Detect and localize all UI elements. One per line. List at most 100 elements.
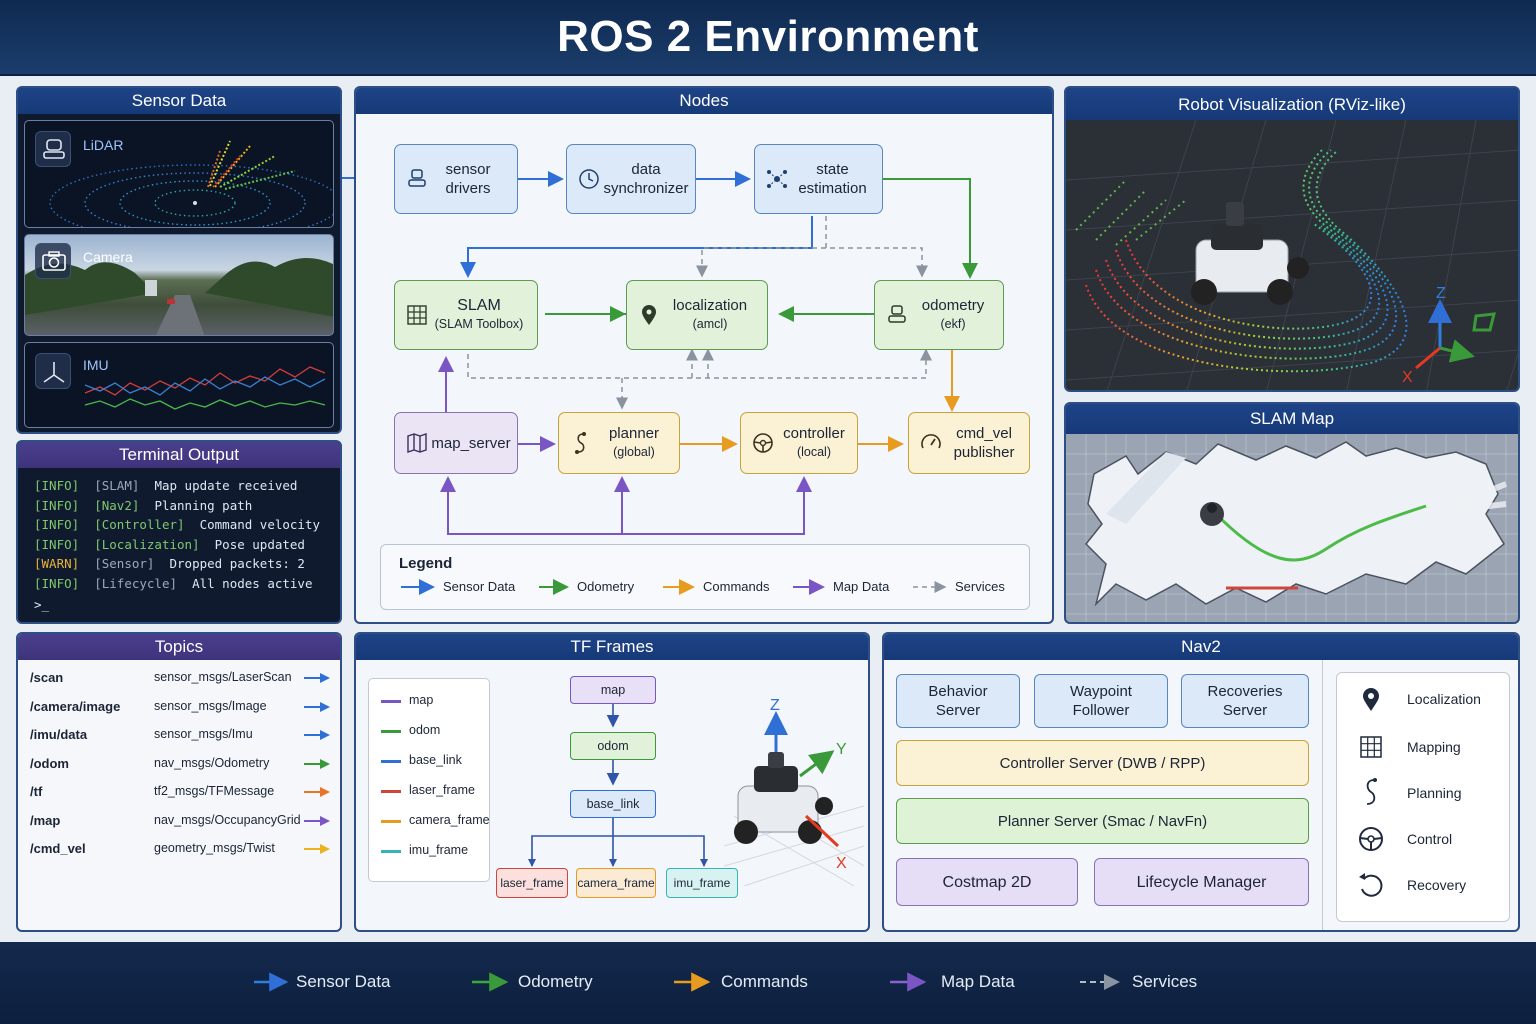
tf-legend-swatch bbox=[381, 850, 401, 853]
topic-name: /map bbox=[30, 812, 61, 828]
legend-arrows bbox=[401, 579, 947, 595]
path-icon bbox=[1366, 778, 1377, 805]
node-planner[interactable]: planner(global) bbox=[558, 412, 680, 474]
legend-odometry: Odometry bbox=[577, 579, 635, 594]
camera-icon bbox=[35, 243, 71, 279]
footer-odometry: Odometry bbox=[518, 972, 593, 991]
topic-arrow-icon bbox=[304, 844, 330, 854]
node-controller[interactable]: controller(local) bbox=[740, 412, 858, 474]
lidar-icon bbox=[35, 131, 71, 167]
topic-arrow-icon bbox=[304, 730, 330, 740]
title-bar: ROS 2 Environment bbox=[0, 0, 1536, 76]
clock-sync-icon bbox=[577, 167, 601, 191]
imu-axes-icon bbox=[35, 353, 71, 389]
tf-node-map[interactable]: map bbox=[570, 676, 656, 704]
topic-arrow-icon bbox=[304, 701, 330, 712]
camera-view[interactable]: Camera bbox=[24, 234, 334, 336]
robot-sensor-icon bbox=[405, 167, 429, 191]
terminal-panel: Terminal Output [INFO] [SLAM] Map update… bbox=[16, 440, 342, 624]
topic-row[interactable]: /cmd_vel geometry_msgs/Twist bbox=[30, 841, 340, 861]
imu-label: IMU bbox=[83, 357, 109, 373]
topic-type: sensor_msgs/Imu bbox=[154, 727, 253, 741]
tf-legend-swatch bbox=[381, 820, 401, 823]
rviz-panel[interactable]: Robot Visualization (RViz-like) bbox=[1064, 86, 1520, 392]
tf-legend-label: odom bbox=[409, 723, 441, 737]
page-title: ROS 2 Environment bbox=[557, 12, 979, 61]
node-localization[interactable]: localization(amcl) bbox=[626, 280, 768, 350]
tf-legend-label: imu_frame bbox=[409, 843, 469, 857]
node-slam[interactable]: SLAM(SLAM Toolbox) bbox=[394, 280, 538, 350]
rviz-axis-x: X bbox=[1402, 369, 1413, 386]
tf-legend-label: map bbox=[409, 693, 434, 707]
controller-server-button[interactable]: Controller Server (DWB / RPP) bbox=[896, 740, 1309, 786]
legend-services: Services bbox=[955, 579, 1005, 594]
footer-legend: Sensor Data Odometry Commands Map Data S… bbox=[0, 942, 1536, 1024]
topic-name: /scan bbox=[30, 670, 64, 685]
topic-type: nav_msgs/OccupancyGrid bbox=[154, 812, 301, 827]
topic-name: /cmd_vel bbox=[30, 841, 86, 856]
footer-commands: Commands bbox=[721, 972, 808, 991]
tf-node-laser-frame[interactable]: laser_frame bbox=[496, 868, 568, 898]
slam-map-title: SLAM Map bbox=[1066, 404, 1518, 434]
topic-arrow-icon bbox=[304, 815, 330, 826]
slam-map-panel[interactable]: SLAM Map bbox=[1064, 402, 1520, 624]
footer-legend-arrows bbox=[254, 972, 1120, 992]
costmap-2d-button[interactable]: Costmap 2D bbox=[896, 858, 1078, 906]
tf-node-camera-frame[interactable]: camera_frame bbox=[576, 868, 656, 898]
map-icon bbox=[405, 431, 429, 455]
rviz-title: Robot Visualization (RViz-like) bbox=[1066, 88, 1518, 120]
tf-legend-swatch bbox=[381, 760, 401, 763]
node-map-server[interactable]: map_server bbox=[394, 412, 518, 474]
lidar-scan-plot bbox=[49, 140, 333, 227]
recovery-arrow-icon bbox=[1359, 873, 1383, 897]
legend-title: Legend bbox=[399, 555, 453, 572]
location-pin-icon bbox=[1363, 688, 1379, 711]
lidar-view[interactable]: LiDAR bbox=[24, 120, 334, 228]
topic-type: geometry_msgs/Twist bbox=[154, 841, 275, 855]
sensor-panel-title: Sensor Data bbox=[18, 88, 340, 114]
tf-tree-lines bbox=[528, 702, 708, 867]
robot-icon bbox=[885, 303, 909, 327]
planner-server-button[interactable]: Planner Server (Smac / NavFn) bbox=[896, 798, 1309, 844]
log-line: [INFO] [Controller] Command velocity bbox=[34, 517, 321, 532]
tf-robot-illustration: Z Y X bbox=[724, 697, 864, 886]
terminal-prompt[interactable]: >_ bbox=[34, 597, 50, 612]
grid-icon bbox=[1360, 736, 1382, 758]
topics-title: Topics bbox=[18, 634, 340, 660]
topic-arrow-icon bbox=[304, 787, 330, 797]
node-odometry[interactable]: odometry(ekf) bbox=[874, 280, 1004, 350]
tf-node-odom[interactable]: odom bbox=[570, 732, 656, 760]
nodes-panel-title: Nodes bbox=[356, 88, 1052, 114]
path-icon bbox=[569, 431, 593, 455]
log-line: [INFO] [Localization] Pose updated bbox=[34, 536, 305, 552]
topic-name: /camera/image bbox=[30, 698, 121, 714]
terminal-log: [INFO] [SLAM] Map update received [INFO]… bbox=[34, 476, 320, 615]
tf-frames-panel: TF Frames map odom base_link laser_frame cam… bbox=[354, 632, 870, 932]
imu-view[interactable]: IMU bbox=[24, 342, 334, 428]
location-pin-icon bbox=[637, 303, 661, 327]
lifecycle-manager-button[interactable]: Lifecycle Manager bbox=[1094, 858, 1309, 906]
log-line: [INFO] [Nav2] Planning path bbox=[34, 497, 253, 513]
topic-name: /odom bbox=[30, 755, 69, 771]
topic-arrow-icon bbox=[304, 758, 330, 769]
tf-node-base-link[interactable]: base_link bbox=[570, 790, 656, 818]
tf-frames-title: TF Frames bbox=[356, 634, 868, 660]
tf-node-imu-frame[interactable]: imu_frame bbox=[666, 868, 738, 898]
nav2-title: Nav2 bbox=[884, 634, 1518, 660]
tf-legend-label: base_link bbox=[409, 753, 462, 767]
topic-row[interactable]: /map nav_msgs/OccupancyGrid bbox=[30, 813, 340, 833]
